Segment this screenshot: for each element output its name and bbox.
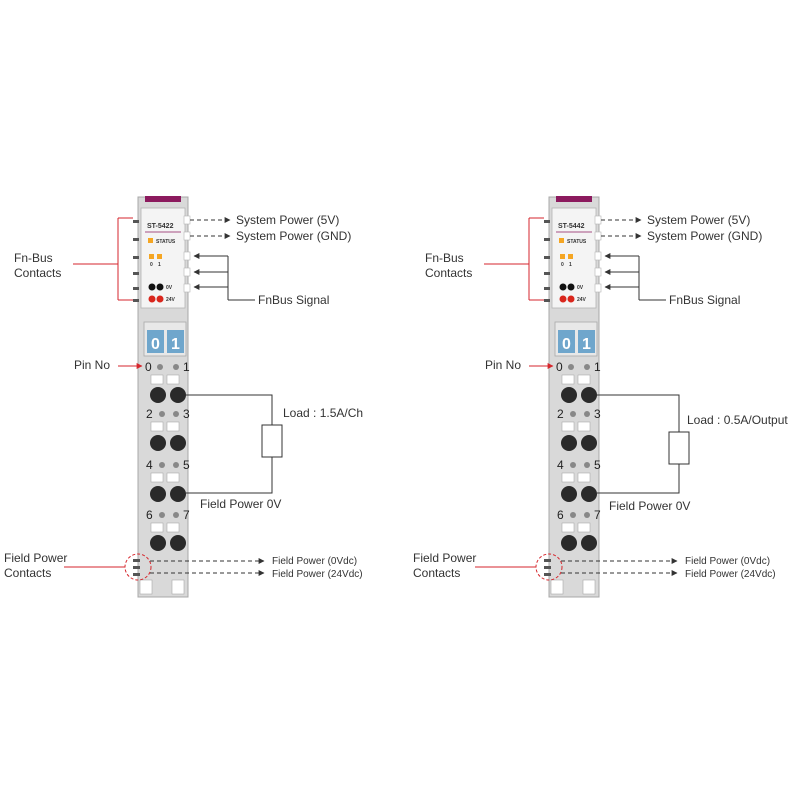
fnbus-contacts-label-line1: Fn-Bus xyxy=(425,251,464,265)
io-module-body: ST-5442 STATUS 0 1 0V 24V 0 1 0 1 xyxy=(544,196,602,598)
pin-1: 1 xyxy=(183,360,190,374)
pin-3: 3 xyxy=(594,407,601,421)
power-label-24v: 24V xyxy=(577,297,587,303)
pin-6: 6 xyxy=(146,508,153,522)
status-led xyxy=(148,238,153,243)
terminal-block: 0 1 2 3 4 5 6 7 xyxy=(556,360,601,551)
digit-1: 1 xyxy=(171,336,180,353)
digit-0: 0 xyxy=(562,336,571,353)
field-power-24vdc-label: Field Power (24Vdc) xyxy=(272,569,363,580)
fnbus-contacts-label-line2: Contacts xyxy=(14,266,61,280)
module-panel-st-5422: ST-5422 STATUS 0 1 0V 24V 0 1 0 1 xyxy=(4,196,363,598)
terminal-block: 0 1 2 3 4 5 6 7 xyxy=(145,360,190,551)
fnbus-signal-label: FnBus Signal xyxy=(669,293,740,307)
power-led-0v-b xyxy=(567,283,575,291)
fnbus-signal-arrows xyxy=(604,253,666,301)
pin-no-label: Pin No xyxy=(74,358,110,372)
channel-led-0 xyxy=(560,254,565,259)
field-power-contacts-label-line1: Field Power xyxy=(4,551,67,565)
pin-6: 6 xyxy=(557,508,564,522)
power-led-24v-a xyxy=(559,295,567,303)
fnbus-signal-label: FnBus Signal xyxy=(258,293,329,307)
digit-window-0 xyxy=(558,330,575,353)
pin-0: 0 xyxy=(145,360,152,374)
pin-4: 4 xyxy=(557,458,564,472)
pin-3: 3 xyxy=(183,407,190,421)
channel-led-1 xyxy=(568,254,573,259)
pin-5: 5 xyxy=(594,458,601,472)
pin-4: 4 xyxy=(146,458,153,472)
channel-label-1: 1 xyxy=(158,262,161,268)
power-led-24v-b xyxy=(156,295,164,303)
fnbus-contacts-label-line1: Fn-Bus xyxy=(14,251,53,265)
power-label-24v: 24V xyxy=(166,297,176,303)
pin-1: 1 xyxy=(594,360,601,374)
io-module-body: ST-5422 STATUS 0 1 0V 24V 0 1 0 1 xyxy=(133,196,191,598)
power-label-0v: 0V xyxy=(166,285,173,291)
digit-window-1 xyxy=(167,330,184,353)
system-power-5v-label: System Power (5V) xyxy=(236,213,339,227)
status-label: STATUS xyxy=(156,239,176,245)
power-label-0v: 0V xyxy=(577,285,584,291)
load-wiring xyxy=(597,394,690,494)
digit-window-0 xyxy=(147,330,164,353)
pin-7: 7 xyxy=(594,508,601,522)
pin-2: 2 xyxy=(146,407,153,421)
power-led-0v-a xyxy=(559,283,567,291)
pin-7: 7 xyxy=(183,508,190,522)
status-label: STATUS xyxy=(567,239,587,245)
power-led-0v-a xyxy=(148,283,156,291)
digit-0: 0 xyxy=(151,336,160,353)
module-model: ST-5422 xyxy=(147,223,174,230)
module-panel-st-5442: ST-5442 STATUS 0 1 0V 24V 0 1 0 1 xyxy=(413,196,788,598)
field-power-contacts-label-line2: Contacts xyxy=(4,566,51,580)
field-power-0v-label: Field Power 0V xyxy=(609,499,690,513)
module-model: ST-5442 xyxy=(558,223,585,230)
channel-label-0: 0 xyxy=(561,262,564,268)
pin-no-label: Pin No xyxy=(485,358,521,372)
pin-5: 5 xyxy=(183,458,190,472)
fnbus-signal-arrows xyxy=(193,253,255,301)
load-resistor xyxy=(668,431,690,465)
pin-0: 0 xyxy=(556,360,563,374)
field-power-0vdc-label: Field Power (0Vdc) xyxy=(272,556,357,567)
field-power-0v-label: Field Power 0V xyxy=(200,497,281,511)
fnbus-contacts-callout xyxy=(484,217,544,301)
power-led-24v-a xyxy=(148,295,156,303)
fnbus-contacts-label-line2: Contacts xyxy=(425,266,472,280)
channel-label-0: 0 xyxy=(150,262,153,268)
system-power-gnd-label: System Power (GND) xyxy=(236,229,351,243)
load-resistor xyxy=(261,424,283,458)
load-label: Load : 1.5A/Ch xyxy=(283,406,363,420)
system-power-gnd-label: System Power (GND) xyxy=(647,229,762,243)
digit-1: 1 xyxy=(582,336,591,353)
channel-led-1 xyxy=(157,254,162,259)
pin-2: 2 xyxy=(557,407,564,421)
field-power-contacts-label-line2: Contacts xyxy=(413,566,460,580)
power-led-0v-b xyxy=(156,283,164,291)
load-wiring xyxy=(186,394,283,494)
load-label: Load : 0.5A/Output xyxy=(687,413,788,427)
field-power-contacts-label-line1: Field Power xyxy=(413,551,476,565)
digit-window-1 xyxy=(578,330,595,353)
field-power-24vdc-label: Field Power (24Vdc) xyxy=(685,569,776,580)
system-power-5v-label: System Power (5V) xyxy=(647,213,750,227)
status-led xyxy=(559,238,564,243)
channel-label-1: 1 xyxy=(569,262,572,268)
fnbus-contacts-callout xyxy=(73,217,133,301)
channel-led-0 xyxy=(149,254,154,259)
field-power-0vdc-label: Field Power (0Vdc) xyxy=(685,556,770,567)
power-led-24v-b xyxy=(567,295,575,303)
